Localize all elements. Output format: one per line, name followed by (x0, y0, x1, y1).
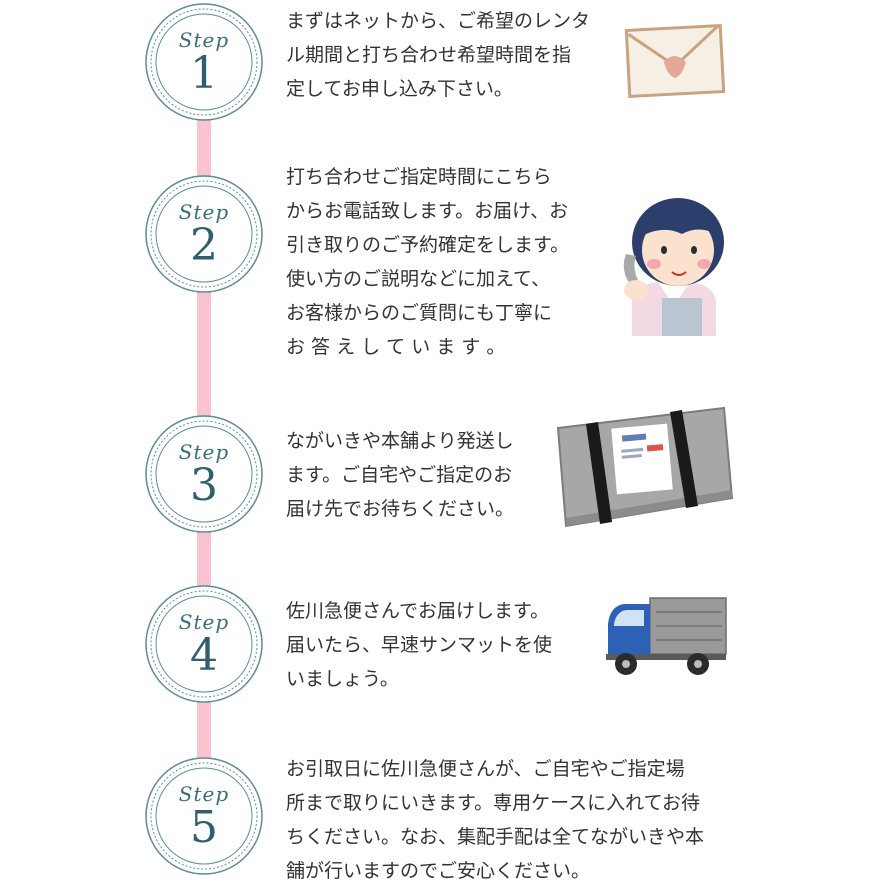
step-badge-3: Step 3 (144, 414, 264, 534)
step-badge-2: Step 2 (144, 174, 264, 294)
operator-icon (612, 194, 736, 340)
step-label: Step (178, 200, 230, 224)
truck-icon (604, 594, 728, 684)
step-description: まずはネットから、ご希望のレンタ ル期間と打ち合わせ希望時間を指 定してお申し込… (286, 10, 591, 100)
step-description: 打ち合わせご指定時間にこちら からお電話致します。お届け、お 引き取りのご予約確… (286, 166, 570, 358)
step-number: 5 (190, 802, 218, 853)
step-label: Step (178, 440, 230, 464)
step-number: 3 (190, 460, 218, 511)
step-badge-1: Step 1 (144, 2, 264, 122)
step-description: ながいきや本舗より発送し ます。ご自宅やご指定のお 届け先でお待ちください。 (286, 430, 515, 520)
step-description: 佐川急便さんでお届けします。 届いたら、早速サンマットを使 いましょう。 (286, 600, 553, 690)
step-number: 4 (190, 630, 218, 681)
envelope-icon (624, 22, 726, 104)
step-label: Step (178, 610, 230, 634)
step-number: 1 (190, 48, 218, 99)
step-number: 2 (190, 220, 218, 271)
step-label: Step (178, 782, 230, 806)
step-badge-4: Step 4 (144, 584, 264, 704)
step-label: Step (178, 28, 230, 52)
step-badge-5: Step 5 (144, 756, 264, 876)
step-description: お引取日に佐川急便さんが、ご自宅やご指定場 所まで取りにいきます。専用ケースに入… (286, 758, 705, 882)
package-icon (552, 402, 734, 536)
